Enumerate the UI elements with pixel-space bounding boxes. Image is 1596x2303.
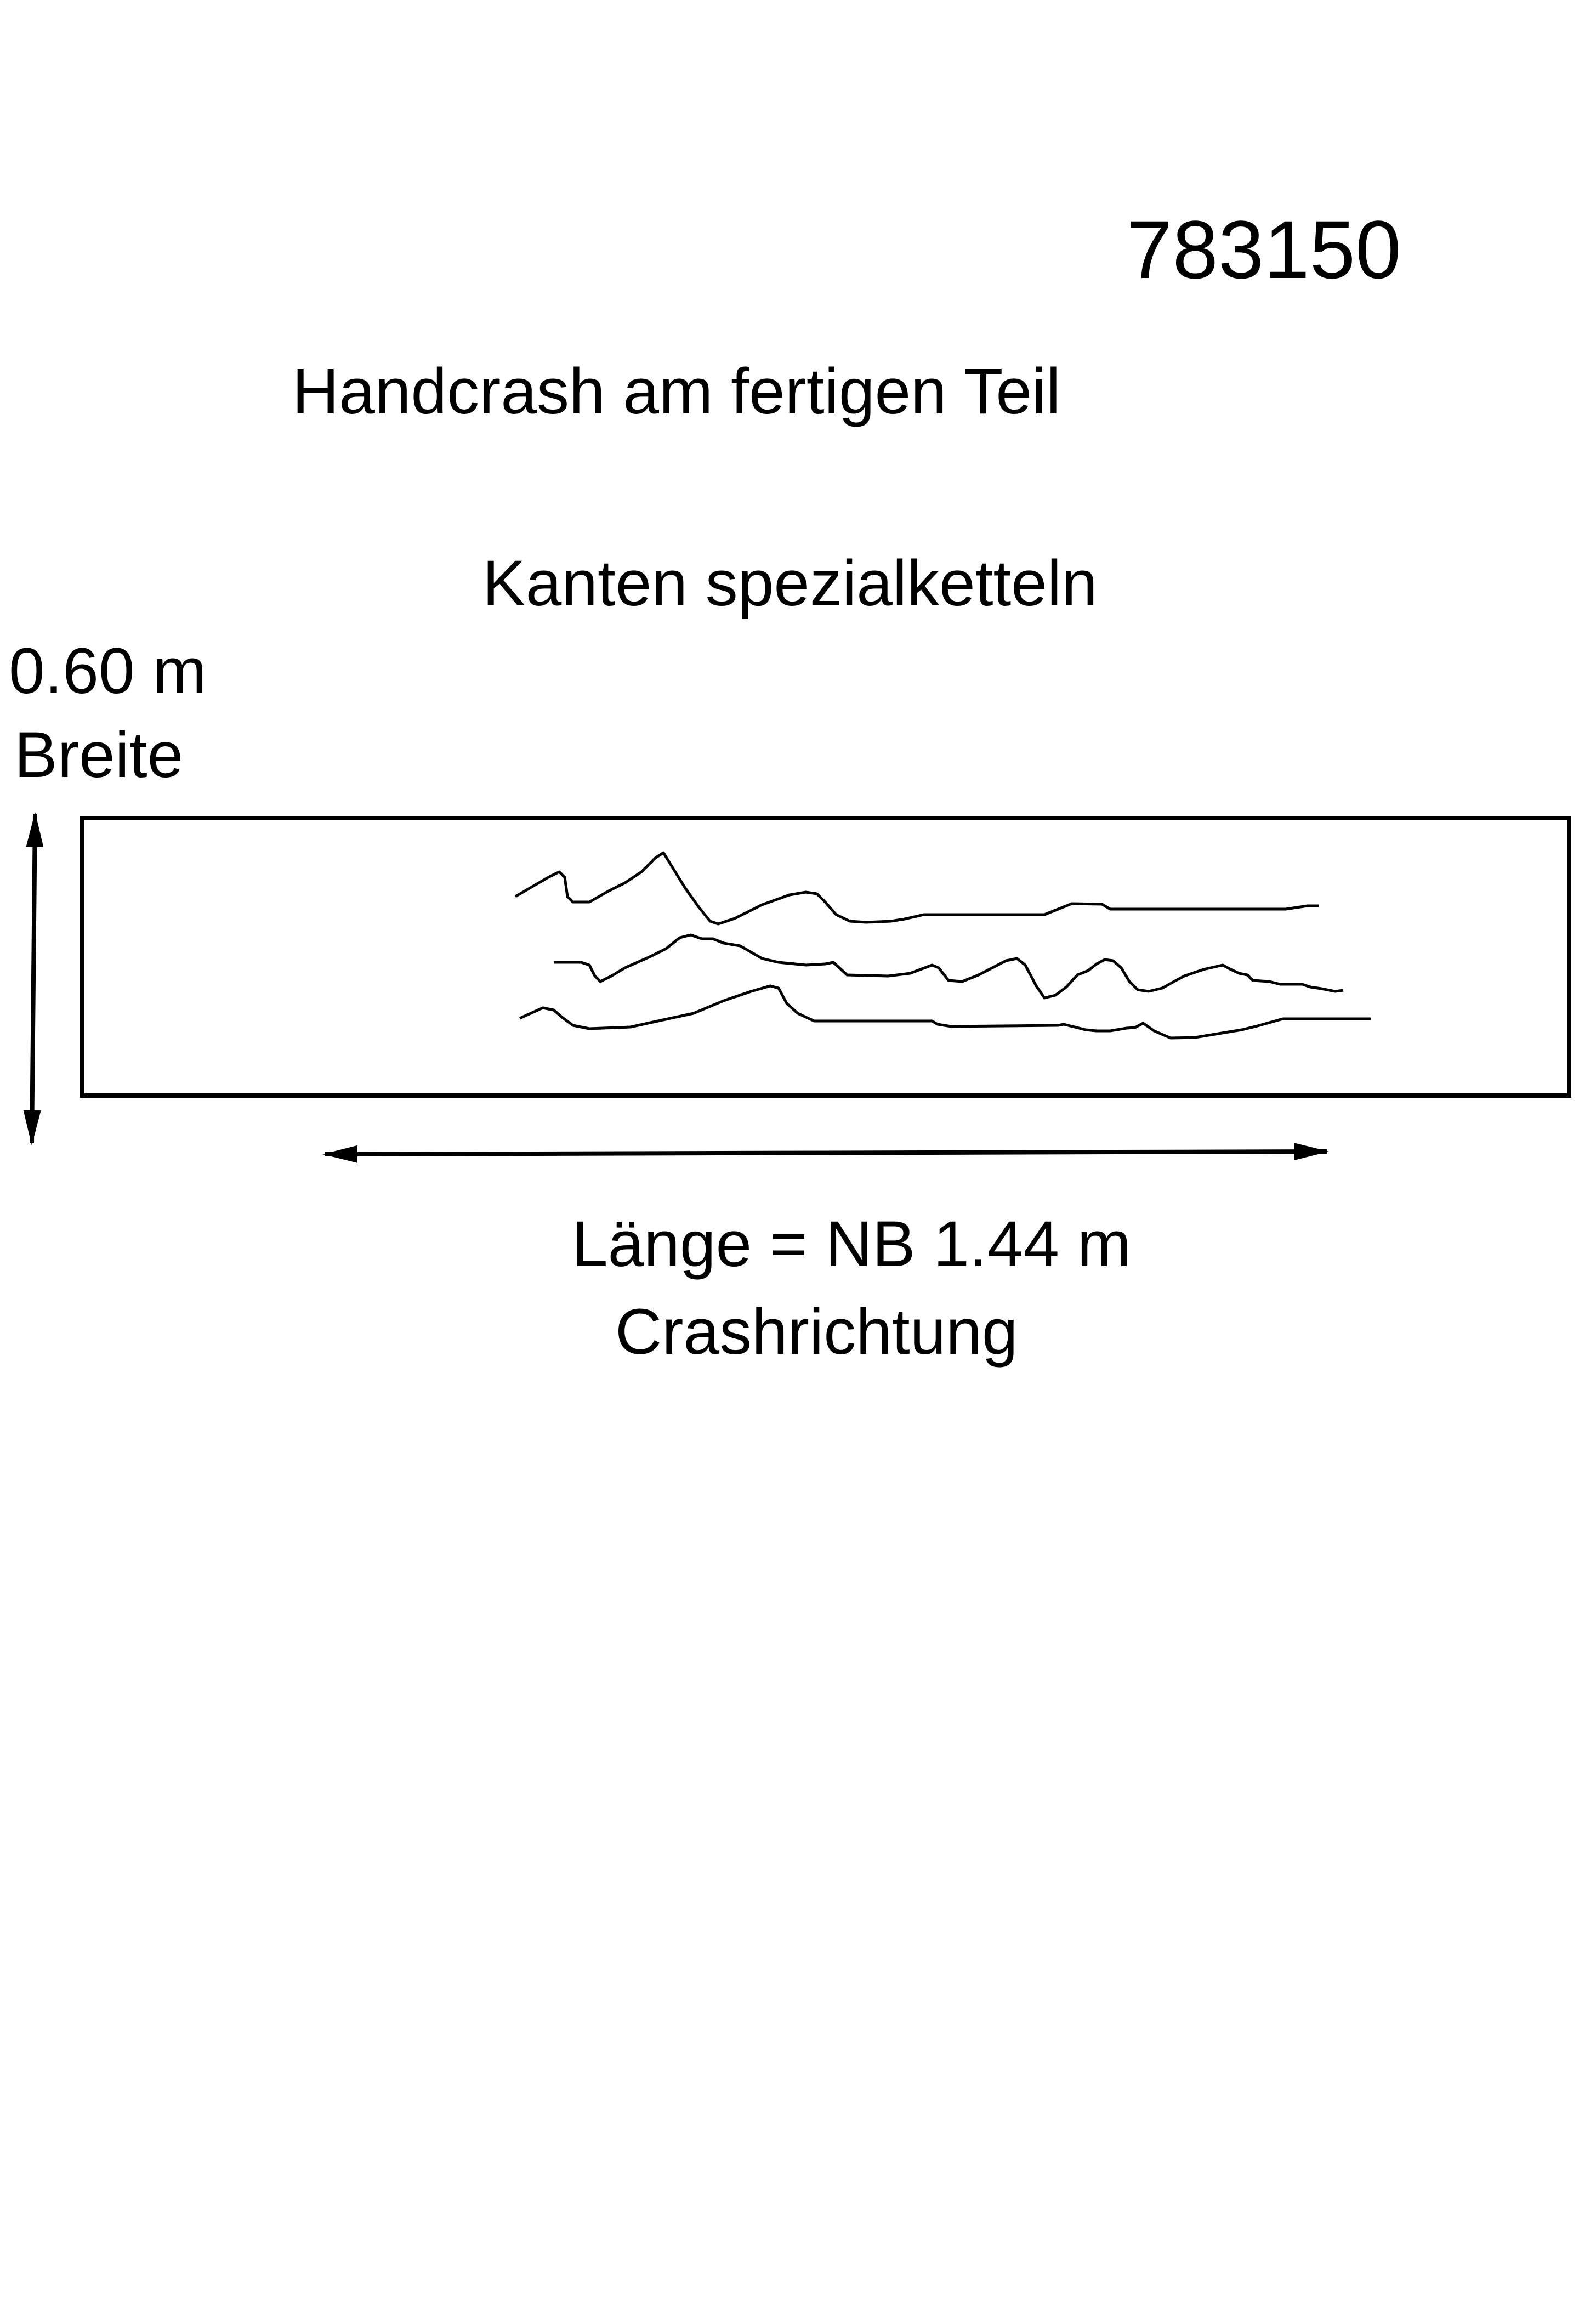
length-arrow: [322, 1143, 1329, 1163]
article-number: 783150: [1127, 203, 1401, 296]
width-arrow: [23, 812, 44, 1145]
diagram-subtitle: Kanten spezialketteln: [482, 547, 1098, 620]
fabric-outline: [80, 816, 1571, 1098]
crash-line-middle: [554, 933, 1344, 1000]
crash-line-bottom: [519, 984, 1371, 1040]
width-value: 0.60 m: [9, 635, 207, 707]
crash-direction-label: Crashrichtung: [615, 1296, 1018, 1368]
crash-line-top: [514, 851, 1319, 926]
width-label: Breite: [14, 719, 184, 791]
diagram-title: Handcrash am fertigen Teil: [292, 355, 1061, 428]
length-value: Länge = NB 1.44 m: [572, 1208, 1132, 1280]
